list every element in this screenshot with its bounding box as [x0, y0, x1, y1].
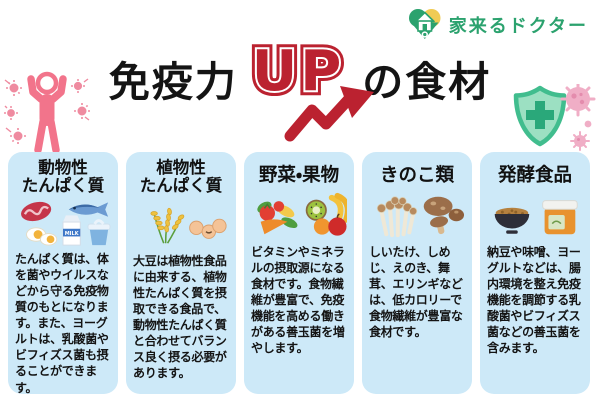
- category-title: きのこ類: [379, 165, 454, 186]
- fermented-food-icons: [487, 189, 583, 241]
- up-text-outline: UP: [247, 39, 346, 105]
- card-vegetables-fruit: 野菜・果物: [244, 152, 354, 394]
- card-animal-protein: 動物性 たんぱく質: [8, 152, 118, 395]
- miso-tub-icon: [542, 199, 578, 234]
- up-text-inner-outline: UP: [250, 39, 345, 104]
- fish-icon: [68, 202, 109, 217]
- virus-particles: [4, 78, 90, 144]
- card-fermented-foods: 発酵食品 納豆: [480, 152, 590, 394]
- shimeji-icon: [376, 196, 418, 237]
- virus-large-icon: [560, 84, 596, 117]
- mushroom-icons: [369, 189, 465, 241]
- shiitake-icon: [423, 196, 465, 234]
- card-plant-protein: 植物性 たんぱく質: [126, 152, 236, 394]
- category-title: 発酵食品: [497, 165, 572, 186]
- category-description: 納豆や味噌、ヨーグルトなどは、腸内環境を整え免疫機能を調節する乳酸菌やビフィズス…: [487, 244, 581, 356]
- milk-icon: MILK: [62, 215, 81, 246]
- heart-house-logo-icon: [408, 9, 441, 39]
- eggs-icon: [26, 227, 58, 246]
- brand-logo: 家来るドクター: [407, 8, 588, 41]
- shield-cross-icon: [513, 84, 596, 151]
- rising-arrow-icon: [284, 86, 375, 142]
- category-description: たんぱく質は、体を菌やウイルスなどから守る免疫物質のもとになります。また、ヨーグ…: [15, 251, 109, 395]
- category-title: 野菜・果物: [258, 165, 340, 186]
- vegetables-icon: [257, 200, 298, 234]
- card-mushrooms: きのこ類: [362, 152, 472, 394]
- title-suffix: の食材: [362, 58, 492, 106]
- person-raising-arms-icon: [4, 71, 90, 154]
- soybeans-icon: [189, 218, 227, 239]
- rice-ear-icon: [150, 207, 185, 244]
- category-description: ビタミンやミネラルの摂取源になる食材です。食物繊維が豊富で、免疫機能を高める働き…: [251, 244, 345, 356]
- natto-bowl-icon: [494, 207, 530, 234]
- category-title: 動物性 たんぱく質: [21, 158, 105, 196]
- meat-icon: [21, 201, 52, 222]
- brand-name: 家来るドクター: [448, 15, 588, 37]
- category-description: しいたけ、しめじ、えのき、舞茸、エリンギなどは、低カロリーで食物繊維が豊富な食材…: [369, 244, 463, 340]
- food-category-cards: 動物性 たんぱく質: [8, 152, 590, 395]
- category-title: 植物性 たんぱく質: [139, 158, 223, 196]
- fruits-icon: [305, 192, 347, 236]
- vegetables-fruit-icons: [251, 189, 347, 241]
- up-text: UP: [251, 39, 345, 104]
- animal-protein-icons: MILK: [15, 198, 111, 248]
- title-prefix: 免疫力: [108, 58, 238, 106]
- title-up-badge: UP UP UP: [247, 39, 375, 142]
- svg-text:MILK: MILK: [65, 231, 80, 237]
- category-description: 大豆は植物性食品に由来する、植物性たんぱく質を摂取できる食品で、動物性たんぱく質…: [133, 253, 227, 381]
- virus-small-icon: [570, 120, 592, 151]
- yogurt-icon: [87, 219, 111, 246]
- plant-protein-icons: [133, 198, 229, 250]
- medical-cross-icon: [526, 101, 554, 129]
- page-title: 免疫力 UP UP UP の食材: [0, 39, 600, 142]
